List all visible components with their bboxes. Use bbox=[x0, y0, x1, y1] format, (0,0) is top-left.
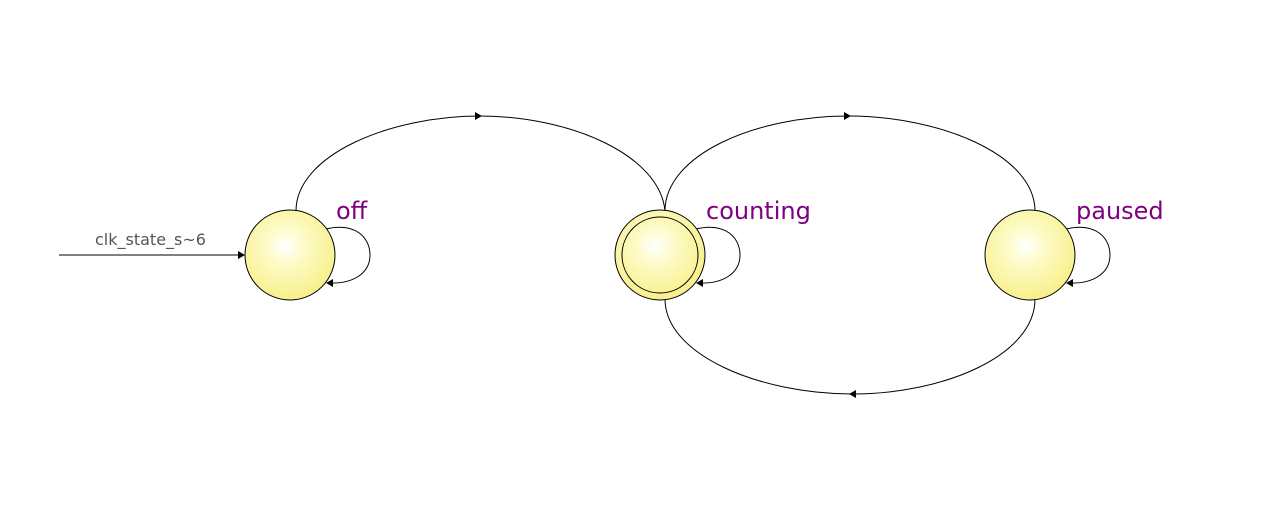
transitions bbox=[295, 112, 1111, 398]
edge-counting-to-paused-arrow bbox=[844, 112, 851, 120]
input-arrowhead bbox=[238, 251, 245, 259]
state-counting-outer-circle[interactable] bbox=[614, 209, 706, 301]
self-loop-off[interactable] bbox=[325, 226, 371, 284]
state-off[interactable]: off bbox=[244, 197, 368, 301]
self-loop-counting[interactable] bbox=[695, 226, 741, 284]
self-loop-off-arrow bbox=[326, 279, 333, 287]
state-paused[interactable]: paused bbox=[984, 197, 1164, 301]
initial-transition: clk_state_s~6 bbox=[59, 230, 245, 259]
state-off-label: off bbox=[336, 197, 368, 225]
state-counting[interactable]: counting bbox=[614, 197, 811, 301]
state-counting-inner-ring bbox=[621, 216, 699, 294]
edge-paused-to-counting-arrow bbox=[849, 390, 856, 398]
self-loop-paused[interactable] bbox=[1065, 226, 1111, 284]
self-loop-counting-arrow bbox=[696, 279, 703, 287]
state-paused-circle[interactable] bbox=[984, 209, 1076, 301]
state-counting-label: counting bbox=[706, 197, 811, 225]
state-off-circle[interactable] bbox=[244, 209, 336, 301]
edge-paused-to-counting[interactable] bbox=[664, 298, 1036, 395]
state-paused-label: paused bbox=[1076, 197, 1164, 225]
input-label: clk_state_s~6 bbox=[95, 230, 206, 250]
self-loop-paused-arrow bbox=[1066, 279, 1073, 287]
edge-off-to-counting-arrow bbox=[475, 112, 482, 120]
states: off counting paused bbox=[244, 197, 1164, 301]
